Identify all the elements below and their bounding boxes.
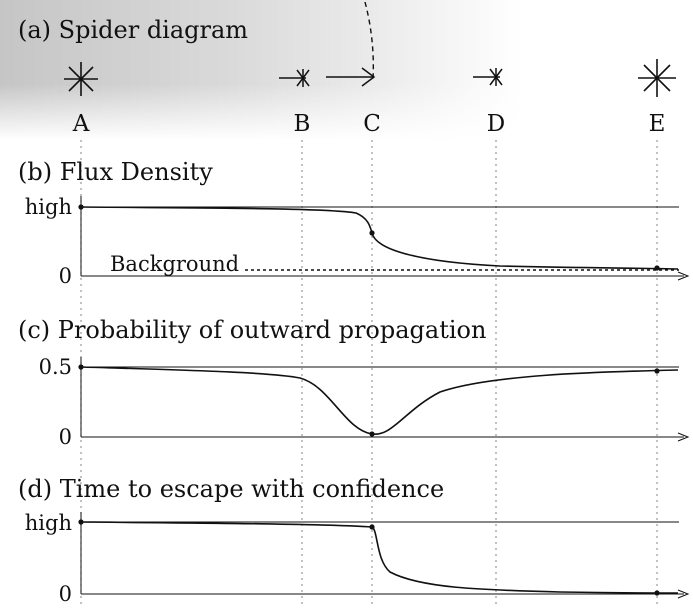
prob-marker-e: [654, 368, 660, 374]
time-marker-e: [654, 590, 660, 596]
flux-y-high-label: high: [25, 195, 72, 219]
spider-b-icon: [279, 69, 310, 87]
section-b-title: (b) Flux Density: [18, 158, 213, 186]
flux-marker-e: [654, 265, 660, 271]
spider-d-icon: [473, 68, 503, 86]
time-marker-c: [369, 524, 375, 530]
boundary-curve: [364, 1, 374, 81]
time-x-axis-arrow: [677, 589, 690, 599]
spider-a-icon: [64, 62, 98, 96]
section-d-title: (d) Time to escape with confidence: [18, 475, 444, 503]
prob-x-axis-arrow: [677, 432, 690, 442]
prob-y-high-label: 0.5: [39, 355, 72, 379]
section-a-title: (a) Spider diagram: [18, 16, 248, 44]
time-marker-a: [78, 519, 84, 525]
shaded-region: [0, 0, 693, 140]
point-label-a: A: [72, 111, 90, 137]
time-y-zero-label: 0: [59, 582, 72, 606]
flux-marker-a: [78, 204, 84, 210]
background-label: Background: [110, 252, 239, 276]
flux-y-zero-label: 0: [59, 264, 72, 288]
spider-c-icon: [326, 67, 376, 87]
point-label-b: B: [294, 111, 311, 137]
flux-x-axis-arrow: [677, 271, 690, 281]
point-label-e: E: [649, 111, 666, 137]
point-label-c: C: [363, 111, 381, 137]
spider-e-icon: [638, 59, 676, 97]
prob-marker-a: [78, 364, 84, 370]
point-label-d: D: [487, 111, 505, 137]
prob-marker-c: [369, 431, 375, 437]
flux-marker-c: [369, 230, 375, 236]
escape-time-curve: [80, 521, 679, 594]
outward-probability-curve: [80, 366, 679, 435]
prob-y-zero-label: 0: [59, 425, 72, 449]
section-c-title: (c) Probability of outward propagation: [18, 316, 486, 344]
time-y-high-label: high: [25, 511, 72, 535]
